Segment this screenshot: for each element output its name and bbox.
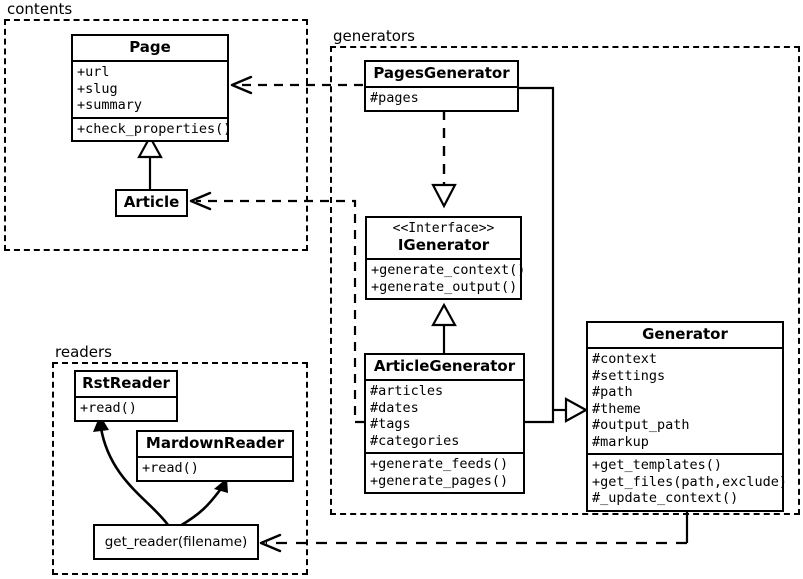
class-articlegenerator-attributes: #articles #dates #tags #categories bbox=[366, 379, 523, 452]
operation: +get_templates() bbox=[592, 457, 723, 473]
attribute: #pages bbox=[370, 90, 419, 106]
operation: +read() bbox=[80, 400, 137, 416]
attribute: +slug bbox=[77, 80, 118, 97]
package-generators-label: generators bbox=[331, 27, 417, 45]
operation: +generate_context() bbox=[371, 262, 526, 278]
class-igenerator-operations: +generate_context() +generate_output() bbox=[367, 258, 526, 298]
operation: +generate_pages() bbox=[370, 472, 509, 489]
class-rstreader-title: RstReader bbox=[82, 374, 170, 392]
attribute: #markup bbox=[592, 433, 649, 450]
attribute: #tags bbox=[370, 416, 411, 432]
class-page[interactable]: Page +url +slug +summary +check_properti… bbox=[71, 34, 232, 142]
attribute: #settings bbox=[592, 367, 666, 384]
class-article[interactable]: Article bbox=[115, 189, 188, 217]
class-page-operations: +check_properties() bbox=[73, 116, 232, 141]
operation: +generate_feeds() bbox=[370, 456, 509, 472]
class-page-attributes: +url +slug +summary bbox=[73, 60, 227, 117]
operation: +get_files(path,exclude) bbox=[592, 473, 788, 490]
class-rstreader[interactable]: RstReader +read() bbox=[74, 370, 178, 422]
function-get-reader-label: get_reader(filename) bbox=[104, 534, 248, 550]
class-page-title: Page bbox=[129, 38, 171, 56]
operation: #_update_context() bbox=[592, 490, 739, 506]
class-pagesgenerator-title: PagesGenerator bbox=[373, 64, 510, 82]
attribute: +url bbox=[77, 64, 110, 80]
package-readers-label: readers bbox=[53, 343, 114, 361]
attribute: #articles bbox=[370, 383, 444, 399]
attribute: #output_path bbox=[592, 417, 690, 433]
class-igenerator-stereotype: <<Interface>> bbox=[392, 221, 495, 236]
class-pagesgenerator-attributes: #pages bbox=[366, 86, 517, 110]
attribute: #path bbox=[592, 384, 633, 400]
class-rstreader-operations: +read() bbox=[76, 396, 176, 420]
class-articlegenerator-operations: +generate_feeds() +generate_pages() bbox=[366, 452, 523, 492]
attribute: #context bbox=[592, 351, 658, 367]
class-igenerator[interactable]: <<Interface>> IGenerator +generate_conte… bbox=[365, 216, 526, 300]
package-contents bbox=[4, 19, 308, 251]
attribute: #categories bbox=[370, 432, 460, 449]
operation: +read() bbox=[142, 460, 199, 476]
operation: +check_properties() bbox=[77, 120, 232, 137]
class-mardownreader-operations: +read() bbox=[138, 456, 292, 480]
attribute: #theme bbox=[592, 400, 641, 417]
class-articlegenerator[interactable]: ArticleGenerator #articles #dates #tags … bbox=[364, 353, 525, 494]
class-generator-title: Generator bbox=[642, 325, 728, 343]
class-mardownreader-title: MardownReader bbox=[145, 434, 285, 452]
operation: +generate_output() bbox=[371, 278, 518, 295]
class-generator[interactable]: Generator #context #settings #path #them… bbox=[586, 321, 788, 512]
class-articlegenerator-title: ArticleGenerator bbox=[373, 357, 516, 375]
attribute: #dates bbox=[370, 399, 419, 416]
package-readers bbox=[52, 362, 308, 575]
class-igenerator-title: IGenerator bbox=[397, 236, 490, 254]
class-mardownreader[interactable]: MardownReader +read() bbox=[136, 430, 294, 482]
class-generator-operations: +get_templates() +get_files(path,exclude… bbox=[588, 453, 788, 510]
class-pagesgenerator[interactable]: PagesGenerator #pages bbox=[364, 60, 519, 112]
function-get-reader[interactable]: get_reader(filename) bbox=[93, 524, 259, 560]
package-contents-label: contents bbox=[5, 0, 75, 18]
class-article-title: Article bbox=[123, 193, 180, 211]
class-generator-attributes: #context #settings #path #theme #output_… bbox=[588, 347, 782, 453]
attribute: +summary bbox=[77, 97, 143, 113]
